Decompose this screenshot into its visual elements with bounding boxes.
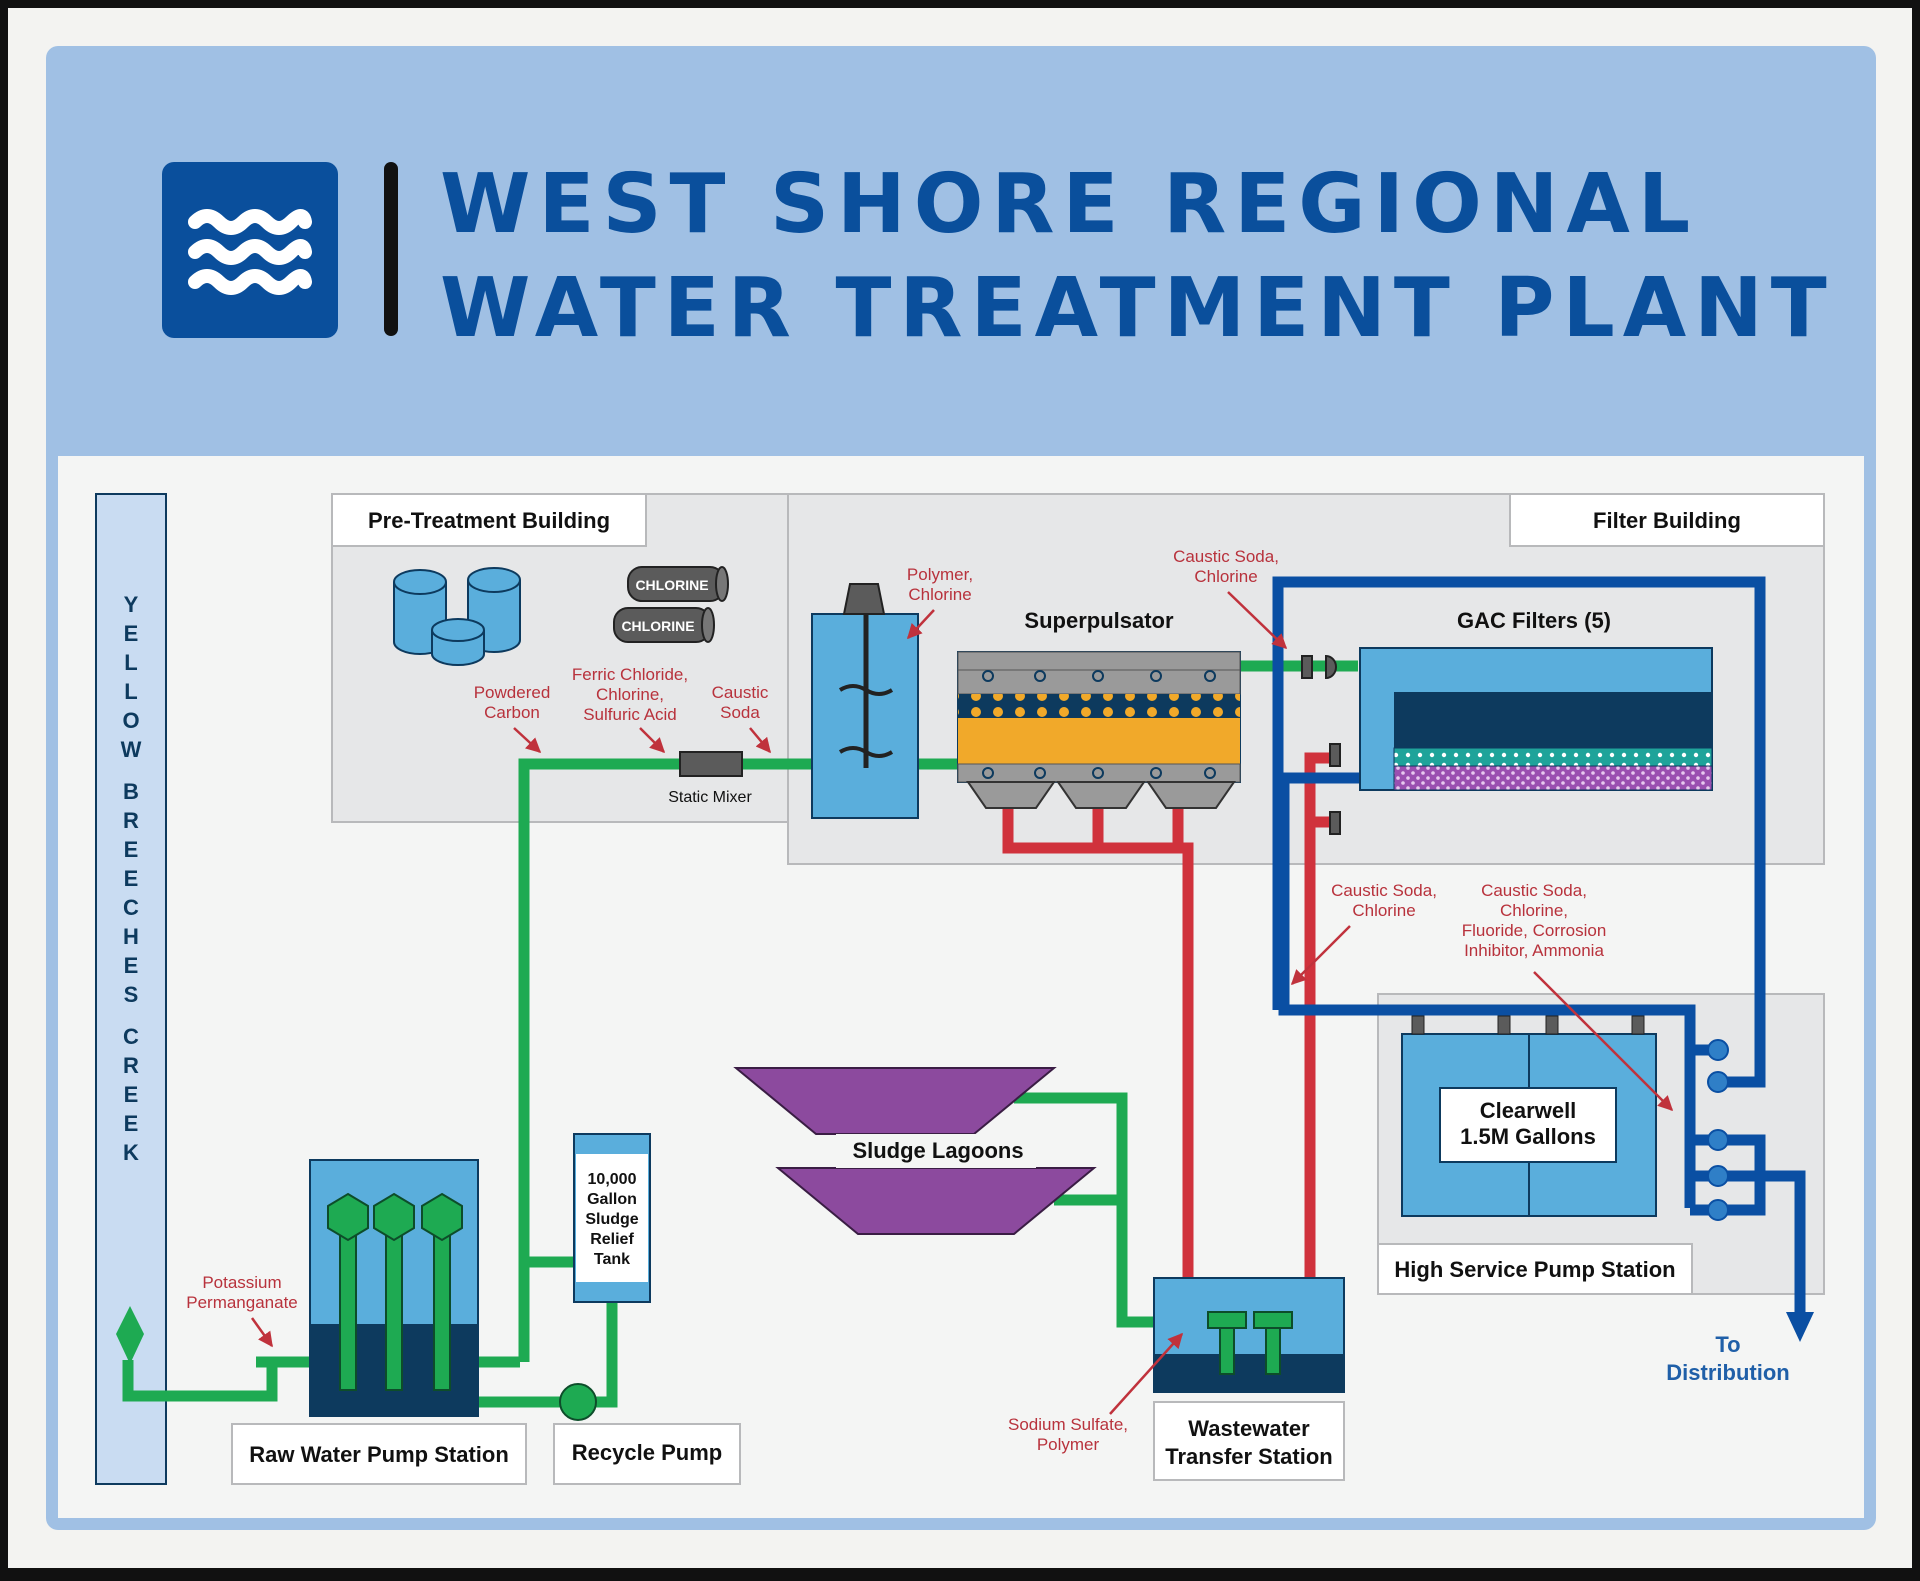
static-mixer-label: Static Mixer [668, 789, 752, 806]
chlorine-cylinder-1: CHLORINE [627, 566, 729, 602]
chem-caustic-soda: Caustic Soda [712, 683, 769, 722]
svg-text:To: To [1715, 1332, 1740, 1357]
high-service-pumps [1707, 1039, 1729, 1221]
svg-text:1.5M Gallons: 1.5M Gallons [1460, 1124, 1596, 1149]
svg-text:Chlorine,: Chlorine, [1500, 901, 1568, 920]
svg-text:Caustic Soda,: Caustic Soda, [1481, 881, 1587, 900]
svg-text:Chlorine: Chlorine [1352, 901, 1415, 920]
chem-potassium-permanganate: Potassium Permanganate [186, 1273, 298, 1312]
chem-caustic-chlorine-mid: Caustic Soda, Chlorine [1331, 881, 1437, 920]
chemical-storage-tanks [393, 567, 521, 666]
recycle-pump [559, 1383, 597, 1421]
chlorine-cylinder-2: CHLORINE [613, 607, 715, 643]
sludge-lagoons-label: Sludge Lagoons [852, 1138, 1023, 1163]
superpulsator-label: Superpulsator [1024, 608, 1174, 633]
gac-filters [1359, 647, 1713, 791]
chem-powdered-carbon: Powdered Carbon [474, 683, 551, 722]
chem-ferric-chloride: Ferric Chloride, Chlorine, Sulfuric Acid [572, 665, 688, 724]
wastewater-label-line-2: Transfer Station [1165, 1444, 1332, 1469]
logo [162, 162, 338, 338]
distribution-arrow [1786, 1312, 1814, 1342]
raw-water-pump-station-label: Raw Water Pump Station [249, 1442, 509, 1467]
filter-building-label: Filter Building [1593, 508, 1741, 533]
raw-water-pump-station [309, 1159, 479, 1417]
high-service-label: High Service Pump Station [1394, 1257, 1675, 1282]
svg-text:Sodium Sulfate,: Sodium Sulfate, [1008, 1415, 1128, 1434]
intake-icon [116, 1306, 144, 1364]
wastewater-label-line-1: Wastewater [1188, 1416, 1310, 1441]
svg-text:Polymer,: Polymer, [907, 565, 973, 584]
distribution-label: To Distribution [1666, 1332, 1789, 1385]
chem-caustic-chlorine-top: Caustic Soda, Chlorine [1173, 547, 1279, 586]
svg-text:Inhibitor, Ammonia: Inhibitor, Ammonia [1464, 941, 1604, 960]
chem-caustic-full: Caustic Soda, Chlorine, Fluoride, Corros… [1462, 881, 1607, 960]
wastewater-transfer-station [1153, 1277, 1345, 1393]
title-line-2: WATER TREATMENT PLANT [440, 261, 1835, 356]
svg-text:Chlorine: Chlorine [1194, 567, 1257, 586]
recycle-pump-label: Recycle Pump [572, 1440, 722, 1465]
injection-arrows [250, 591, 1674, 1415]
clearwell: Clearwell 1.5M Gallons [1401, 1015, 1657, 1217]
valves [1301, 654, 1341, 835]
svg-text:Polymer: Polymer [1037, 1435, 1100, 1454]
svg-text:Chlorine,: Chlorine, [596, 685, 664, 704]
svg-text:Caustic Soda,: Caustic Soda, [1331, 881, 1437, 900]
svg-text:Soda: Soda [720, 703, 760, 722]
superpulsator [957, 651, 1241, 809]
chem-sodium-sulfate: Sodium Sulfate, Polymer [1008, 1415, 1128, 1454]
flash-mix-tank [811, 583, 919, 819]
title-line-1: WEST SHORE REGIONAL [440, 157, 1698, 252]
svg-text:Carbon: Carbon [484, 703, 540, 722]
svg-text:Potassium: Potassium [202, 1273, 281, 1292]
svg-text:Sulfuric Acid: Sulfuric Acid [583, 705, 677, 724]
svg-text:Clearwell: Clearwell [1480, 1098, 1577, 1123]
chem-polymer-chlorine: Polymer, Chlorine [907, 565, 973, 604]
svg-text:Caustic: Caustic [712, 683, 769, 702]
svg-text:Ferric Chloride,: Ferric Chloride, [572, 665, 688, 684]
svg-text:Fluoride, Corrosion: Fluoride, Corrosion [1462, 921, 1607, 940]
waves-icon [188, 209, 312, 295]
svg-text:CHLORINE: CHLORINE [635, 577, 708, 593]
static-mixer [679, 751, 743, 777]
svg-text:Distribution: Distribution [1666, 1360, 1789, 1385]
svg-text:Caustic Soda,: Caustic Soda, [1173, 547, 1279, 566]
title-divider [384, 162, 398, 336]
svg-text:Permanganate: Permanganate [186, 1293, 298, 1312]
svg-text:Powdered: Powdered [474, 683, 551, 702]
gac-filters-label: GAC Filters (5) [1457, 608, 1611, 633]
svg-text:CHLORINE: CHLORINE [621, 618, 694, 634]
svg-text:Chlorine: Chlorine [908, 585, 971, 604]
pretreatment-building-label: Pre-Treatment Building [368, 508, 610, 533]
